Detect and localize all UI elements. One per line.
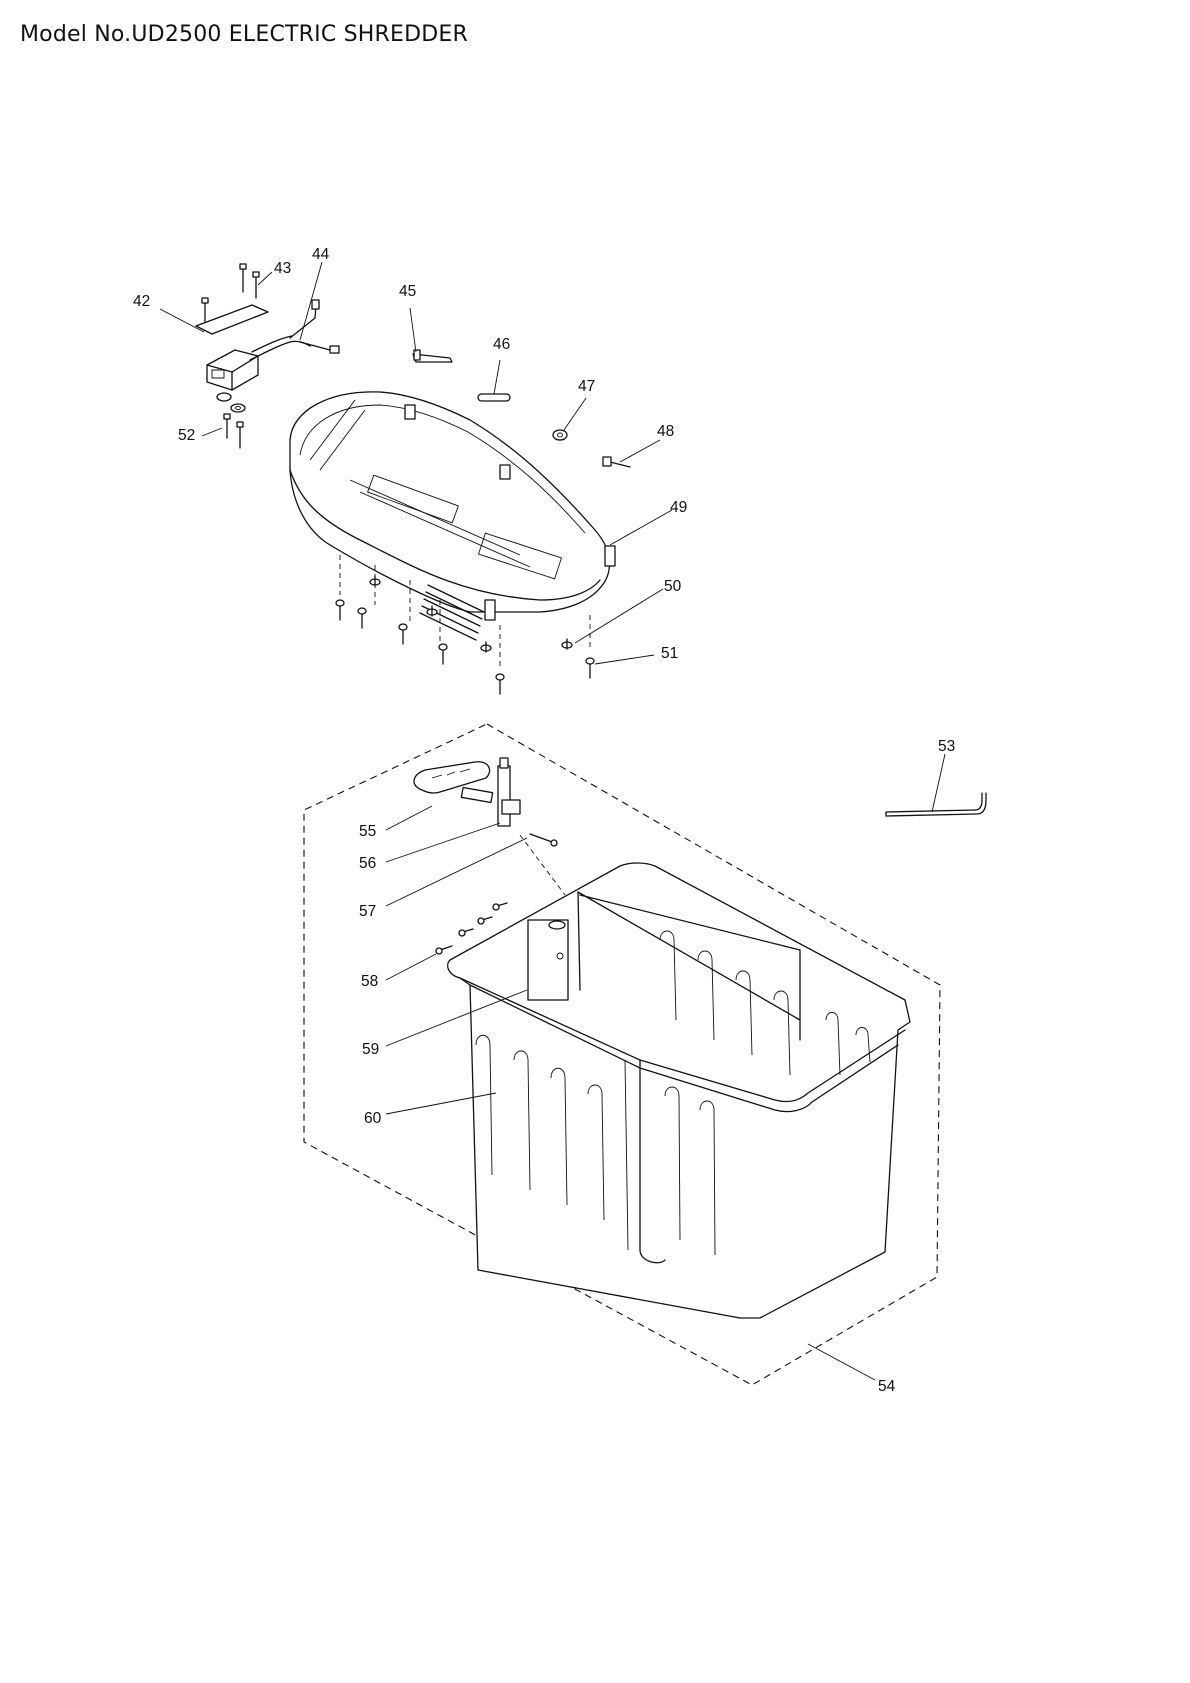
callout-51: 51 xyxy=(661,645,678,662)
callout-43: 43 xyxy=(274,260,291,277)
callout-59: 59 xyxy=(362,1041,379,1058)
callout-53: 53 xyxy=(938,738,955,755)
callout-46: 46 xyxy=(493,336,510,353)
callout-labels: 42 43 44 45 46 47 48 49 50 51 52 53 54 5… xyxy=(133,246,955,1395)
callout-58: 58 xyxy=(361,973,378,990)
callout-42: 42 xyxy=(133,293,150,310)
small-parts xyxy=(412,349,631,468)
handle-parts xyxy=(413,757,566,896)
hex-key xyxy=(885,792,987,817)
callout-45: 45 xyxy=(399,283,416,300)
page-title: Model No.UD2500 ELECTRIC SHREDDER xyxy=(20,22,468,47)
screws-50-51 xyxy=(335,575,595,695)
leader-lines xyxy=(159,261,946,1381)
callout-55: 55 xyxy=(359,823,376,840)
callout-47: 47 xyxy=(578,378,595,395)
callout-57: 57 xyxy=(359,903,376,920)
callout-50: 50 xyxy=(664,578,682,595)
switch-assembly xyxy=(195,263,340,449)
callout-44: 44 xyxy=(312,246,330,263)
screws-58 xyxy=(435,902,508,955)
callout-52: 52 xyxy=(178,427,195,444)
callout-60: 60 xyxy=(364,1110,382,1127)
callout-54: 54 xyxy=(878,1378,896,1395)
callout-56: 56 xyxy=(359,855,376,872)
callout-49: 49 xyxy=(670,499,687,516)
kit-boundary xyxy=(303,723,941,1386)
collection-box xyxy=(447,862,911,1319)
callout-48: 48 xyxy=(657,423,674,440)
motor-housing xyxy=(289,391,616,670)
